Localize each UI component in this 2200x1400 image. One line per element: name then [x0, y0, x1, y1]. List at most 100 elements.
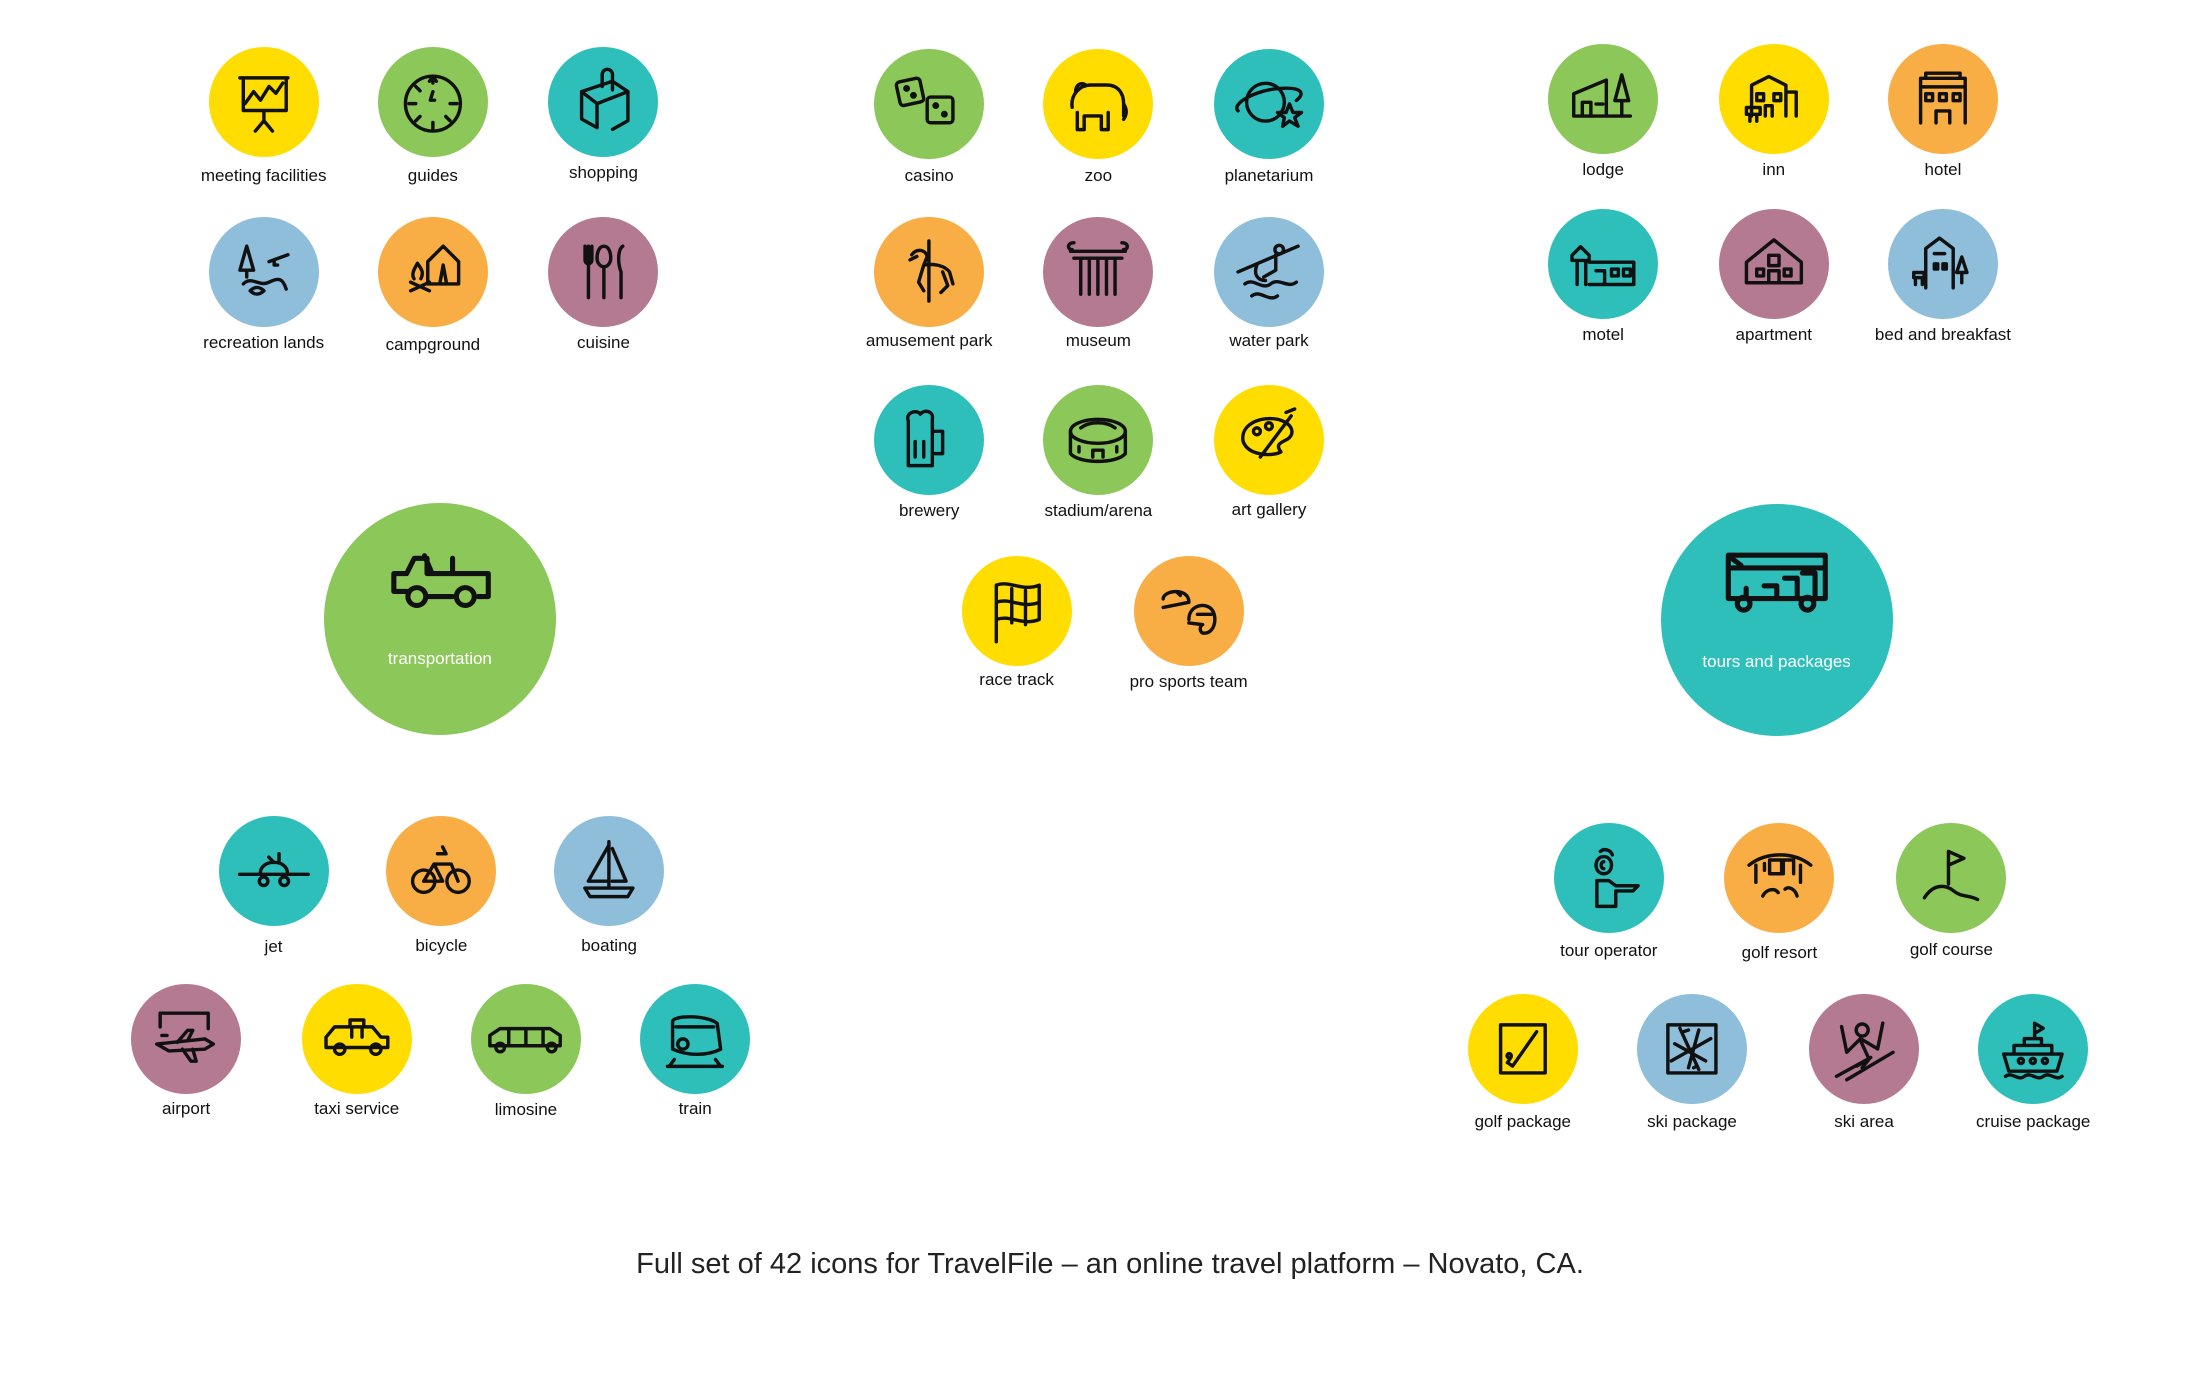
icon-label: tour operator	[1560, 941, 1658, 961]
icon-label: airport	[162, 1099, 211, 1119]
icon-label: campground	[385, 334, 481, 354]
icon-label: tours and packages	[1702, 652, 1851, 672]
skier-icon	[1834, 1021, 1895, 1082]
icon-circle	[1718, 208, 1829, 319]
bed-breakfast-icon	[1912, 236, 1969, 290]
icon-label: transportation	[387, 649, 492, 669]
water-slide-icon	[1236, 243, 1300, 300]
golf-club-icon	[1498, 1023, 1547, 1075]
icon-circle	[961, 555, 1072, 666]
dice-icon	[894, 76, 955, 125]
icon-circle	[1548, 43, 1659, 154]
column-icon	[1067, 241, 1130, 297]
caption: Full set of 42 icons for TravelFile – an…	[636, 1248, 1584, 1280]
carousel-horse-icon	[908, 239, 955, 304]
icon-circle	[1214, 217, 1324, 328]
icon-label: water park	[1229, 330, 1309, 350]
icon-circle	[1896, 823, 2007, 934]
icon-label: cuisine	[577, 333, 630, 353]
icon-label: bed and breakfast	[1874, 324, 2012, 344]
motel-icon	[1570, 244, 1636, 286]
icon-label: jet	[264, 936, 283, 956]
bicycle-icon	[411, 845, 472, 895]
palette-icon	[1241, 407, 1297, 459]
icon-circle	[1043, 384, 1154, 495]
icon-circle	[548, 217, 659, 328]
icon-label: limosine	[494, 1100, 558, 1120]
icon-label: lodge	[1582, 160, 1624, 180]
icon-circle	[1043, 49, 1154, 160]
icon-label: motel	[1582, 324, 1624, 344]
icon-circle	[208, 46, 319, 157]
cruise-ship-icon	[2002, 1021, 2065, 1080]
crossed-skis-icon	[1666, 1023, 1718, 1075]
icon-circle	[377, 217, 488, 328]
icon-label: ski area	[1834, 1111, 1894, 1131]
icon-circle	[1718, 43, 1829, 154]
icon-label: art gallery	[1231, 499, 1307, 519]
icon-circle	[874, 384, 985, 495]
icon-circle	[554, 816, 665, 927]
icon-label: museum	[1065, 330, 1131, 350]
icon-label: train	[678, 1099, 712, 1119]
hotel-icon	[1918, 71, 1967, 125]
golf-flag-icon	[1922, 849, 1979, 901]
icon-circle	[1887, 43, 1998, 154]
icon-label: cruise package	[1976, 1111, 2091, 1131]
stadium-icon	[1069, 417, 1128, 463]
icon-label: recreation lands	[203, 333, 325, 353]
icon-label: ski package	[1647, 1111, 1737, 1131]
icon-circle	[1978, 994, 2089, 1105]
icon-circle	[1214, 384, 1324, 495]
tree-lake-icon	[237, 244, 290, 296]
train-icon	[665, 1015, 725, 1069]
beer-mug-icon	[906, 409, 945, 468]
tour-guide-icon	[1594, 847, 1640, 908]
icon-circle	[1809, 994, 1920, 1105]
icon-circle	[377, 46, 488, 157]
icon-circle	[1043, 217, 1154, 328]
icon-label: boating	[581, 935, 637, 955]
icon-label: stadium/arena	[1044, 501, 1153, 521]
sailboat-icon	[583, 840, 635, 899]
tent-fire-icon	[408, 244, 461, 293]
icon-circle	[1214, 49, 1324, 160]
icon-label: race track	[979, 670, 1054, 690]
icon-circle	[386, 816, 497, 927]
shopping-bag-icon	[579, 67, 630, 131]
icon-circle	[1467, 994, 1578, 1105]
icon-circle	[548, 46, 659, 157]
icon-label: golf course	[1909, 939, 1994, 959]
icon-circle	[1887, 208, 1998, 319]
icon-circle	[218, 816, 329, 927]
checkered-flag-icon	[994, 581, 1041, 644]
icon-label: zoo	[1084, 165, 1113, 185]
taxi-icon	[324, 1018, 390, 1057]
icon-circle	[874, 217, 985, 328]
apartment-icon	[1744, 237, 1803, 285]
icon-circle	[470, 984, 581, 1095]
icon-circle	[640, 984, 751, 1095]
helmet-cap-icon	[1161, 589, 1217, 635]
icon-circle	[1637, 994, 1747, 1105]
icon-label: apartment	[1735, 324, 1813, 344]
inn-icon	[1744, 74, 1798, 123]
icon-label: guides	[407, 165, 458, 185]
icon-label: amusement park	[865, 330, 993, 350]
icon-label: casino	[904, 165, 954, 185]
icon-circle	[1133, 555, 1244, 666]
airplane-icon	[155, 1011, 216, 1064]
tour-bus-icon	[1725, 552, 1828, 613]
lodge-icon	[1572, 72, 1633, 118]
icon-label: meeting facilities	[200, 165, 327, 185]
icon-circle	[1553, 823, 1664, 934]
icon-label: bicycle	[415, 935, 468, 955]
jet-icon	[237, 852, 310, 888]
icon-circle	[301, 984, 412, 1095]
icon-circle	[323, 502, 556, 735]
icon-label: shopping	[568, 162, 638, 182]
icon-circle	[1548, 208, 1659, 319]
icon-circle	[1724, 823, 1835, 934]
icon-circle	[1660, 504, 1893, 737]
icon-label: planetarium	[1224, 165, 1314, 185]
